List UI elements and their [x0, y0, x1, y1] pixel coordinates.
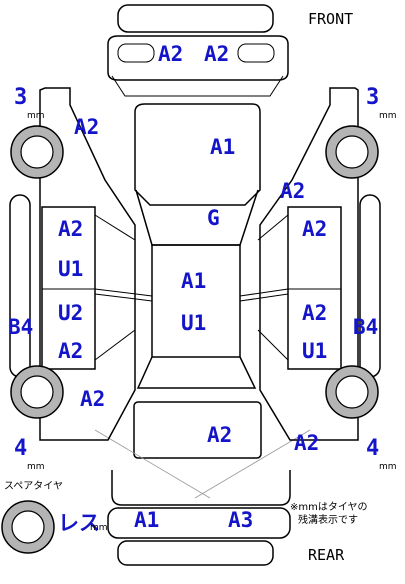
hood-outline	[134, 103, 261, 206]
rear-glass-outline	[136, 356, 257, 389]
rear-label: REAR	[308, 546, 345, 564]
code-rear-left-door-1: U2	[58, 301, 83, 325]
tread-rear-left: 4	[14, 436, 27, 461]
code-front-bumper-right: A2	[204, 42, 229, 66]
right-headlight	[237, 43, 275, 63]
spare-tire-unit: mm	[90, 523, 108, 533]
tread-note-line2: 残溝表示です	[298, 513, 358, 526]
code-rear-right-door-1: A2	[302, 301, 327, 325]
left-door-panel	[41, 206, 96, 370]
tread-front-right: 3	[366, 85, 379, 110]
code-front-left-fender: A2	[74, 115, 99, 139]
left-headlight	[117, 43, 155, 63]
tread-rear-right-unit: mm	[379, 462, 397, 472]
code-rear-left-quarter: A2	[80, 387, 105, 411]
code-front-right-door: A2	[302, 217, 327, 241]
front-right-tire-icon	[325, 125, 379, 179]
code-trunk: A2	[207, 423, 232, 447]
left-belt-line	[94, 288, 153, 302]
roof-outline	[151, 244, 241, 358]
spare-tire-label: スペアタイヤ	[4, 480, 63, 492]
code-front-right-fender: A2	[280, 179, 305, 203]
code-roof-2: U1	[181, 311, 206, 335]
tread-rear-left-unit: mm	[27, 462, 45, 472]
front-label: FRONT	[308, 10, 353, 28]
code-left-sill: B4	[8, 315, 33, 339]
code-rear-left-door-2: A2	[58, 339, 83, 363]
right-belt-line	[239, 288, 289, 302]
tread-front-left: 3	[14, 85, 27, 110]
rear-plate	[117, 540, 274, 566]
trunk-outline	[133, 401, 262, 459]
code-front-bumper-left: A2	[158, 42, 183, 66]
left-body-outline	[39, 87, 136, 441]
right-mirror	[257, 214, 289, 361]
code-windshield: G	[207, 206, 220, 230]
front-bumper-outline	[117, 4, 274, 33]
rear-bumper-lower	[107, 507, 291, 539]
rear-guide-line	[194, 429, 311, 499]
code-right-sill: B4	[353, 315, 378, 339]
code-front-left-door-1: A2	[58, 217, 83, 241]
front-apron	[111, 75, 284, 97]
code-hood: A1	[210, 135, 235, 159]
code-rear-bumper-right: A3	[228, 508, 253, 532]
right-body-outline	[259, 87, 359, 441]
windshield-outline	[135, 189, 259, 246]
right-door-panel	[287, 206, 342, 370]
front-grille-outline	[107, 35, 289, 81]
code-front-left-door-2: U1	[58, 257, 83, 281]
tread-note-line1: ※mmはタイヤの	[290, 501, 368, 513]
spare-tire-icon	[1, 500, 55, 554]
left-mirror	[94, 214, 136, 361]
rear-right-tire-icon	[325, 365, 379, 419]
rear-left-tire-icon	[10, 365, 64, 419]
code-rear-right-door-2: U1	[302, 339, 327, 363]
rear-bumper-upper	[111, 470, 291, 506]
code-roof-1: A1	[181, 269, 206, 293]
left-sill	[9, 194, 31, 378]
code-rear-bumper-left: A1	[134, 508, 159, 532]
tread-rear-right: 4	[366, 436, 379, 461]
spare-tire-value: レス	[58, 511, 100, 535]
front-left-tire-icon	[10, 125, 64, 179]
tread-front-right-unit: mm	[379, 111, 397, 121]
code-rear-right-quarter: A2	[294, 431, 319, 455]
tread-front-left-unit: mm	[27, 111, 45, 121]
rear-guide-line	[94, 429, 211, 499]
right-sill	[359, 194, 381, 378]
